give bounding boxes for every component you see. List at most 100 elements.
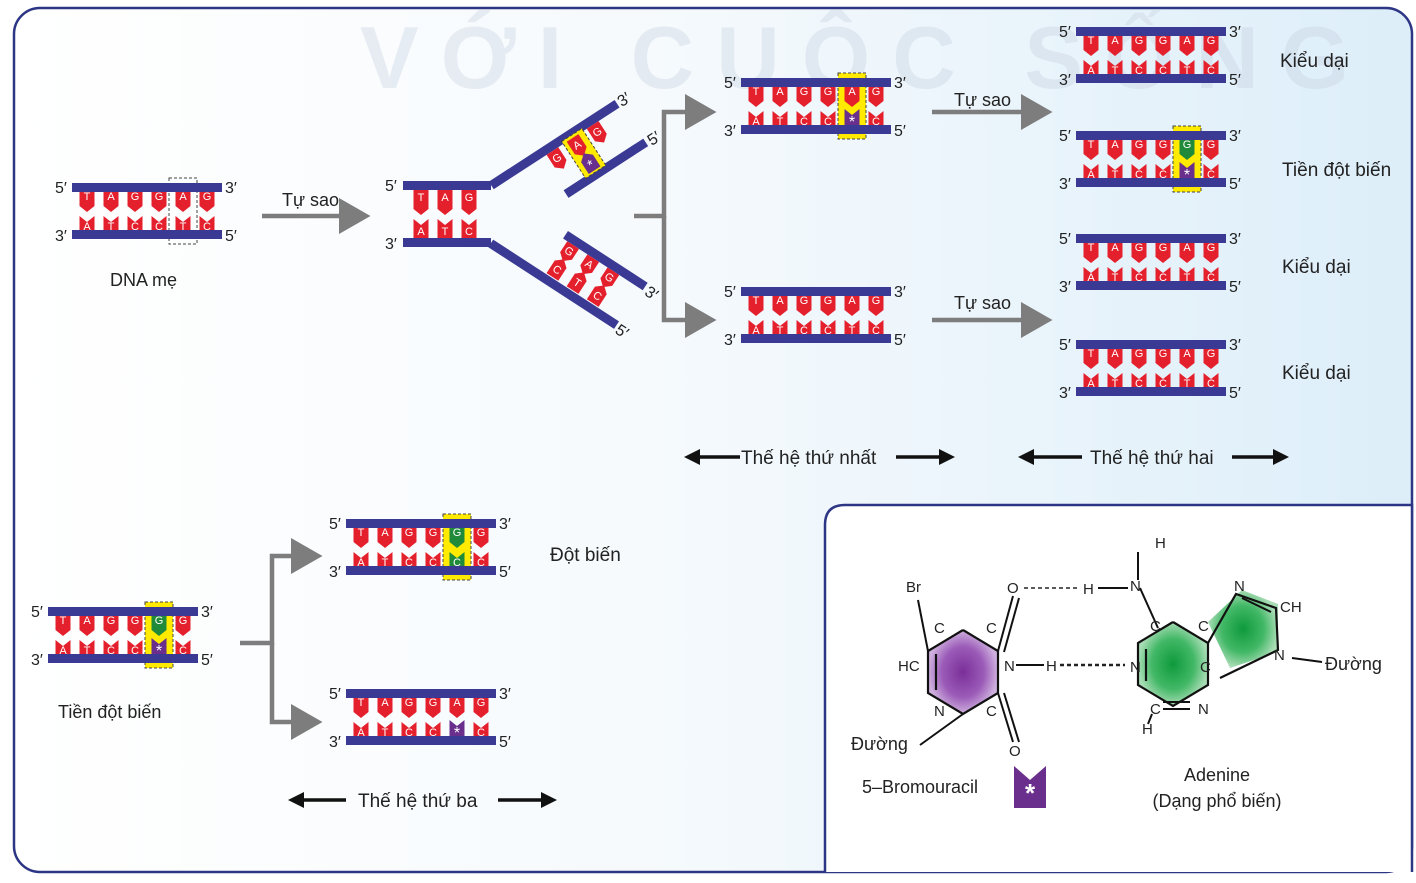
generation-labels: Thế hệ thứ nhất Thế hệ thứ hai Thế hệ th… (288, 448, 1289, 812)
base-letter: T (382, 557, 389, 569)
base (796, 320, 812, 338)
backbone-bottom (1076, 387, 1226, 396)
strand-end-label: 3′ (1059, 176, 1071, 193)
base-letter: T (777, 325, 784, 337)
svg-text:O: O (1007, 580, 1019, 597)
base-letter: G (477, 697, 486, 709)
base (566, 134, 587, 156)
base-letter: T (418, 192, 425, 204)
base-letter: G (1135, 139, 1144, 151)
strand-end-label: 5′ (1059, 24, 1071, 41)
chemistry-panel (823, 503, 1414, 872)
base-letter: G (872, 86, 881, 98)
svg-text:N: N (1004, 658, 1015, 675)
strand-end-label: 3′ (724, 332, 736, 349)
base (772, 111, 788, 129)
base (748, 111, 764, 129)
base (1107, 136, 1123, 160)
strand-end-label: 3′ (1229, 24, 1241, 41)
base-letter: C (131, 645, 139, 657)
base (868, 111, 884, 129)
base-letter: G (800, 295, 809, 307)
base (1083, 136, 1099, 160)
base-letter: G (107, 615, 116, 627)
svg-text:*: * (1025, 778, 1036, 808)
strand-end-label: 5′ (225, 228, 237, 245)
base-letter: A (59, 645, 67, 657)
base-letter: C (477, 557, 485, 569)
base (1083, 32, 1099, 56)
strand-end-label: 3′ (201, 604, 213, 621)
base-letter: T (1112, 272, 1119, 284)
base (449, 524, 465, 548)
base (1155, 373, 1171, 391)
backbone-new (563, 230, 648, 291)
base-letter: G (1135, 35, 1144, 47)
base (175, 216, 191, 234)
svg-text:H: H (1155, 535, 1166, 552)
base (844, 292, 860, 316)
backbone-top (1076, 27, 1226, 36)
base (868, 320, 884, 338)
base (600, 267, 620, 288)
base (580, 254, 600, 275)
wild-type-label-3: Kiểu dại (1282, 363, 1351, 384)
base-letter: A (1111, 139, 1119, 151)
base (1131, 267, 1147, 285)
base-letter: G (1159, 139, 1168, 151)
base (103, 216, 119, 234)
strand-end-label: 5′ (201, 652, 213, 669)
strand-end-label: 5′ (1059, 128, 1071, 145)
base-letter: A (848, 295, 856, 307)
base-letter: C (1159, 272, 1167, 284)
strand-end-label: 3′ (385, 236, 397, 253)
svg-text:N: N (1234, 578, 1245, 595)
base (546, 147, 567, 169)
base (199, 216, 215, 234)
base (748, 83, 764, 107)
svg-text:C: C (986, 620, 997, 637)
backbone-top (1076, 131, 1226, 140)
base (175, 612, 191, 636)
arrows (240, 94, 1053, 740)
base (772, 83, 788, 107)
adenine-form: (Dạng phổ biến) (1152, 791, 1281, 811)
base (1203, 60, 1219, 78)
base-letter: C (824, 116, 832, 128)
process-arrow (661, 216, 717, 338)
svg-text:CH: CH (1280, 599, 1302, 616)
base (1203, 164, 1219, 182)
base (1083, 345, 1099, 369)
strand-end-label: 5′ (1229, 279, 1241, 296)
gen2-label: Thế hệ thứ hai (1090, 448, 1214, 469)
base (473, 722, 489, 740)
analog-marker: * (849, 114, 855, 131)
base-letter: G (203, 191, 212, 203)
strand-end-label: 5′ (31, 604, 43, 621)
base (1107, 164, 1123, 182)
base (1155, 60, 1171, 78)
wild-type-label-2: Kiểu dại (1282, 257, 1351, 278)
base (1107, 267, 1123, 285)
strand-end-label: 5′ (1059, 231, 1071, 248)
base-letter: T (382, 727, 389, 739)
base (353, 694, 369, 718)
base (377, 524, 393, 548)
base (127, 640, 143, 658)
strand-end-label: 5′ (499, 564, 511, 581)
adenine-five-ring (1208, 590, 1278, 668)
base-letter: G (1207, 35, 1216, 47)
base-letter: T (108, 221, 115, 233)
base-letter: G (429, 697, 438, 709)
base (103, 640, 119, 658)
adenine-six-ring (1138, 622, 1208, 706)
base (1131, 60, 1147, 78)
base (79, 612, 95, 636)
strand-end-label: 5′ (894, 123, 906, 140)
